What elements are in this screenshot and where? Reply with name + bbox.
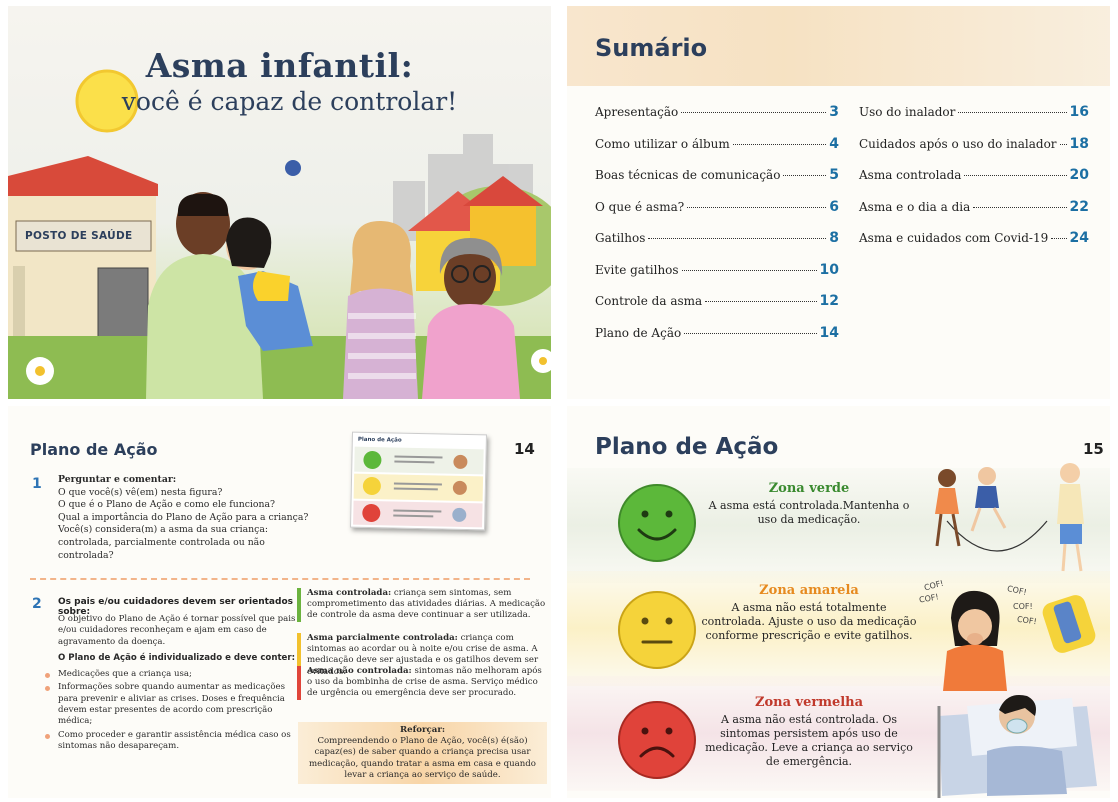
hospitalized-child-illustration bbox=[937, 694, 1097, 798]
step-1-line: Qual a importância do Plano de Ação para… bbox=[58, 511, 309, 523]
step-1-line: controlada, parcialmente controlada ou n… bbox=[58, 536, 265, 548]
step-2-subheading: O Plano de Ação é individualizado e deve… bbox=[58, 652, 296, 663]
toc-entry[interactable]: O que é asma?6 bbox=[595, 198, 839, 215]
inhaler-icon bbox=[285, 160, 301, 176]
step-2-intro: O objetivo do Plano de Ação é tornar pos… bbox=[58, 614, 296, 647]
zone-title: Zona vermelha bbox=[754, 695, 864, 710]
step-2-block: O objetivo do Plano de Ação é tornar pos… bbox=[45, 614, 296, 754]
controlled-text: criança sem sintomas, sem comprometiment… bbox=[307, 588, 546, 621]
cover-title: Asma infantil: você é capaz de controlar… bbox=[8, 46, 551, 116]
reinforce-text: Compreendendo o Plano de Ação, você(s) é… bbox=[309, 736, 536, 780]
step-2-heading: Os pais e/ou cuidadores devem ser orient… bbox=[58, 597, 293, 617]
reinforce-box: Reforçar: Compreendendo o Plano de Ação,… bbox=[298, 722, 547, 785]
page-14: Plano de Ação 14 1 Perguntar e comentar:… bbox=[8, 406, 551, 798]
list-item: Como proceder e garantir assistência méd… bbox=[45, 730, 296, 753]
partial-text: criança com sintomas ao acordar ou à noi… bbox=[307, 633, 539, 677]
cover-page: POSTO DE SAÚDE Asma infantil: você é cap… bbox=[8, 6, 551, 399]
page-15: Plano de Ação 15 bbox=[567, 406, 1110, 798]
list-item: Informações sobre quando aumentar as med… bbox=[45, 682, 296, 727]
cover-subtitle: você é capaz de controlar! bbox=[121, 87, 458, 116]
zones-illustration bbox=[618, 463, 1097, 798]
zone-title: Zona verde bbox=[768, 481, 850, 496]
partial-definition: Asma parcialmente controlada: criança co… bbox=[297, 633, 549, 678]
zone-red: Zona vermelha A asma não está controlada… bbox=[699, 696, 919, 769]
zone-text: A asma não está controlada. Os sintomas … bbox=[705, 713, 913, 768]
page-title: Plano de Ação bbox=[30, 440, 158, 459]
step-number: 1 bbox=[32, 476, 42, 492]
neutral-face-icon bbox=[618, 591, 696, 669]
zone-text: A asma está controlada.Mantenha o uso da… bbox=[708, 499, 910, 526]
children-playing-illustration bbox=[935, 463, 1084, 572]
step-number: 2 bbox=[32, 596, 42, 612]
step-1-line: Você(s) considera(m) a asma da sua crian… bbox=[58, 524, 269, 536]
uncontrolled-label: Asma não controlada: bbox=[307, 666, 412, 676]
step-1-line: controlada? bbox=[58, 549, 114, 561]
step-1-line: O que você(s) vê(em) nesta figura? bbox=[58, 486, 223, 498]
step-1-heading: Perguntar e comentar: bbox=[58, 474, 177, 485]
sun-icon bbox=[75, 69, 139, 133]
sad-face-icon bbox=[618, 701, 696, 779]
page-number: 15 bbox=[1083, 440, 1104, 458]
toc-header-band bbox=[567, 6, 1110, 86]
zone-title: Zona amarela bbox=[759, 583, 859, 598]
action-plan-thumbnail: Plano de Ação bbox=[350, 431, 487, 531]
cover-title-main: Asma infantil: bbox=[145, 46, 414, 85]
step-1-line: O que é o Plano de Ação e como ele funci… bbox=[58, 499, 275, 511]
zone-green: Zona verde A asma está controlada.Manten… bbox=[699, 482, 919, 527]
posto-sign: POSTO DE SAÚDE bbox=[25, 230, 133, 242]
happy-face-icon bbox=[618, 484, 696, 562]
thumbnail-illustration bbox=[353, 446, 484, 528]
zone-text: A asma não está totalmente controlada. A… bbox=[701, 601, 917, 642]
page-title: Plano de Ação bbox=[595, 434, 779, 460]
cough-text: COF! bbox=[1013, 602, 1033, 611]
step-2-list: Medicações que a criança usa; Informaçõe… bbox=[45, 669, 296, 753]
partial-label: Asma parcialmente controlada: bbox=[307, 633, 458, 643]
list-item: Medicações que a criança usa; bbox=[45, 669, 296, 680]
uncontrolled-definition: Asma não controlada: sintomas não melhor… bbox=[297, 666, 549, 700]
controlled-label: Asma controlada: bbox=[307, 588, 392, 598]
cover-illustration bbox=[8, 69, 551, 399]
uncontrolled-text: sintomas não melhoram após o uso da bomb… bbox=[307, 666, 542, 699]
section-divider bbox=[30, 578, 530, 580]
page-number: 14 bbox=[514, 440, 535, 458]
controlled-definition: Asma controlada: criança sem sintomas, s… bbox=[297, 588, 549, 622]
step-1-block: Perguntar e comentar: O que você(s) vê(e… bbox=[58, 474, 358, 562]
inhaler-icon bbox=[1042, 595, 1096, 653]
coughing-child-illustration bbox=[943, 590, 1007, 691]
reinforce-label: Reforçar: bbox=[399, 725, 446, 735]
toc-title: Sumário bbox=[595, 34, 708, 62]
zone-yellow: Zona amarela A asma não está totalmente … bbox=[699, 584, 919, 643]
